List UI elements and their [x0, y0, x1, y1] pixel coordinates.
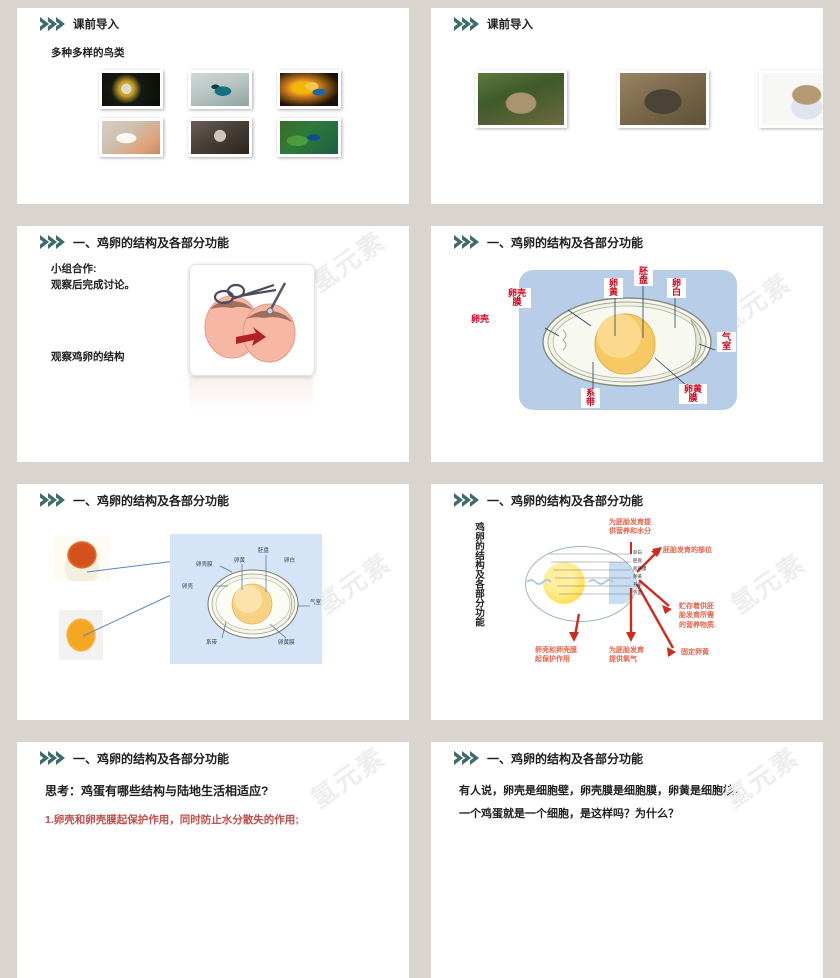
small-label-shell-membrane: 卵壳膜 — [196, 562, 213, 568]
label-yolk-membrane: 卵黄 膜 — [679, 384, 707, 404]
label-shell-membrane: 卵壳 膜 — [503, 288, 531, 308]
peacock-photo[interactable] — [277, 118, 341, 157]
slide-header: 课前导入 — [17, 8, 409, 36]
slide-header-title: 一、鸡卵的结构及各部分功能 — [73, 751, 230, 766]
slide-header: 课前导入 — [431, 8, 823, 36]
note-embryo-site: 胚胎发育的部位 — [663, 547, 712, 554]
slide-thumbnail-7[interactable]: 氢元素 一、鸡卵的结构及各部分功能 思考：鸡蛋有哪些结构与陆地生活相适应? 1.… — [17, 742, 409, 978]
label-eggshell: 卵壳 — [467, 314, 493, 325]
slide-thumbnail-1[interactable]: 课前导入 多种多样的鸟类 — [17, 8, 409, 204]
slide-header: 一、鸡卵的结构及各部分功能 — [17, 226, 409, 254]
slide-header-title: 一、鸡卵的结构及各部分功能 — [73, 493, 230, 508]
slide-header-title: 一、鸡卵的结构及各部分功能 — [73, 235, 230, 250]
note-shell-protection: 卵壳和卵壳膜 起保护作用 — [535, 647, 577, 664]
slide-thumbnail-8[interactable]: 氢元素 一、鸡卵的结构及各部分功能 有人说，卵壳是细胞壁，卵壳膜是细胞膜，卵黄是… — [431, 742, 823, 978]
small-label-albumen: 卵白 — [284, 558, 296, 564]
note-fix-yolk: 固定卵黄 — [681, 649, 709, 656]
function-arrow-overlay — [526, 542, 676, 657]
slide-header-title: 一、鸡卵的结构及各部分功能 — [487, 751, 644, 766]
double-chevron-icon — [454, 17, 479, 31]
observe-structure-caption: 观察鸡卵的结构 — [51, 351, 125, 363]
group-work-line1: 小组合作: — [51, 263, 97, 275]
micro-label-germinal-disc: 胚盘 — [633, 558, 642, 563]
small-label-air-cell: 气室 — [310, 600, 322, 606]
slide-subtitle: 多种多样的鸟类 — [51, 47, 125, 59]
broken-egg-yolk-photo[interactable] — [54, 536, 110, 581]
small-label-chalaza: 系带 — [206, 640, 218, 646]
nest-photo-row — [475, 70, 823, 128]
micro-label-air-cell: 气室 — [633, 590, 642, 595]
nest-in-teacup-photo[interactable] — [759, 70, 823, 128]
egg-structure-small-diagram[interactable]: 胚盘 卵黄 卵白 卵壳膜 卵壳 气室 系带 卵黄膜 — [170, 534, 322, 664]
vertical-title: 鸡卵的结构及各部分功能 — [473, 522, 484, 627]
double-chevron-icon — [454, 493, 479, 507]
note-nutrition-water: 为胚胎发育提 供营养和水分 — [609, 519, 651, 536]
double-chevron-icon — [40, 751, 65, 765]
bald-eagle-photo[interactable] — [99, 70, 163, 109]
small-label-eggshell: 卵壳 — [182, 584, 194, 590]
note-supply-oxygen: 为胚胎发育 提供氧气 — [609, 647, 644, 664]
group-work-caption: 小组合作: 观察后完成讨论。 — [51, 262, 135, 294]
slide-header: 一、鸡卵的结构及各部分功能 — [17, 742, 409, 770]
egg-anatomy-diagram[interactable]: 卵壳 卵壳 膜 卵 黄 胚 盘 卵 白 气 室 系 带 卵黄 膜 — [467, 266, 737, 410]
macaw-photo[interactable] — [277, 70, 341, 109]
micro-label-yolk: 卵黄 — [633, 574, 642, 579]
slide-thumbnail-4[interactable]: 氢元素 一、鸡卵的结构及各部分功能 — [431, 226, 823, 462]
double-chevron-icon — [454, 751, 479, 765]
small-label-yolk: 卵黄 — [234, 558, 246, 564]
double-chevron-icon — [454, 235, 479, 249]
slide-header: 一、鸡卵的结构及各部分功能 — [431, 226, 823, 254]
label-albumen: 卵 白 — [667, 278, 686, 298]
double-chevron-icon — [40, 17, 65, 31]
slide-header: 一、鸡卵的结构及各部分功能 — [17, 484, 409, 512]
illustration-reflection — [189, 376, 313, 412]
group-work-line2: 观察后完成讨论。 — [51, 278, 135, 291]
label-yolk: 卵 黄 — [604, 278, 623, 298]
kingfisher-photo[interactable] — [188, 70, 252, 109]
slide-header-title: 一、鸡卵的结构及各部分功能 — [487, 493, 644, 508]
slide-thumbnail-6[interactable]: 氢元素 一、鸡卵的结构及各部分功能 鸡卵的结构及各部分功能 — [431, 484, 823, 720]
small-label-germinal-disc: 胚盘 — [258, 548, 270, 554]
answer-point-1: 1.卵壳和卵壳膜起保护作用，同时防止水分散失的作用; — [45, 814, 299, 826]
small-label-yolk-membrane: 卵黄膜 — [278, 640, 295, 646]
nest-on-moss-photo[interactable] — [475, 70, 567, 128]
double-chevron-icon — [40, 235, 65, 249]
double-chevron-icon — [40, 493, 65, 507]
micro-label-albumen: 卵白 — [633, 550, 642, 555]
thinking-question: 思考：鸡蛋有哪些结构与陆地生活相适应? — [45, 784, 269, 798]
label-air-cell: 气 室 — [717, 332, 736, 352]
statement-line-1: 有人说，卵壳是细胞壁，卵壳膜是细胞膜，卵黄是细胞核， — [459, 785, 745, 797]
egg-outline-shape — [525, 546, 637, 622]
slide-header-title: 课前导入 — [487, 19, 533, 31]
slide-header-title: 一、鸡卵的结构及各部分功能 — [487, 235, 644, 250]
slide-header: 一、鸡卵的结构及各部分功能 — [431, 742, 823, 770]
statement-line-2: 一个鸡蛋就是一个细胞，是这样吗？为什么？ — [459, 807, 679, 820]
micro-label-yolk-membrane: 卵黄膜 — [633, 566, 647, 571]
dove-photo[interactable] — [99, 118, 163, 157]
nest-with-white-eggs-photo[interactable] — [617, 70, 709, 128]
micro-label-chalaza: 系带 — [633, 582, 642, 587]
isolated-yolk-photo[interactable] — [59, 610, 103, 660]
slide-header-title: 课前导入 — [73, 19, 119, 31]
slide-thumbnail-3[interactable]: 氢元素 一、鸡卵的结构及各部分功能 小组合作: 观察后完成讨论。 观察鸡卵的结构 — [17, 226, 409, 462]
owl-photo[interactable] — [188, 118, 252, 157]
bird-photo-grid — [99, 70, 341, 157]
egg-cross-section-drawing — [542, 284, 716, 390]
note-stored-nutrients: 贮存着供胚 胎发育所需 的营养物质. — [679, 603, 716, 629]
label-germinal-disc: 胚 盘 — [634, 266, 653, 286]
label-chalaza: 系 带 — [581, 388, 600, 408]
egg-cracking-illustration[interactable] — [189, 264, 315, 376]
slide-header: 一、鸡卵的结构及各部分功能 — [431, 484, 823, 512]
slide-thumbnail-5[interactable]: 氢元素 一、鸡卵的结构及各部分功能 — [17, 484, 409, 720]
egg-scissors-drawing — [204, 282, 296, 363]
egg-small-drawing — [207, 555, 310, 639]
slide-thumbnail-2[interactable]: 课前导入 — [431, 8, 823, 204]
yolk-shape — [543, 562, 585, 604]
